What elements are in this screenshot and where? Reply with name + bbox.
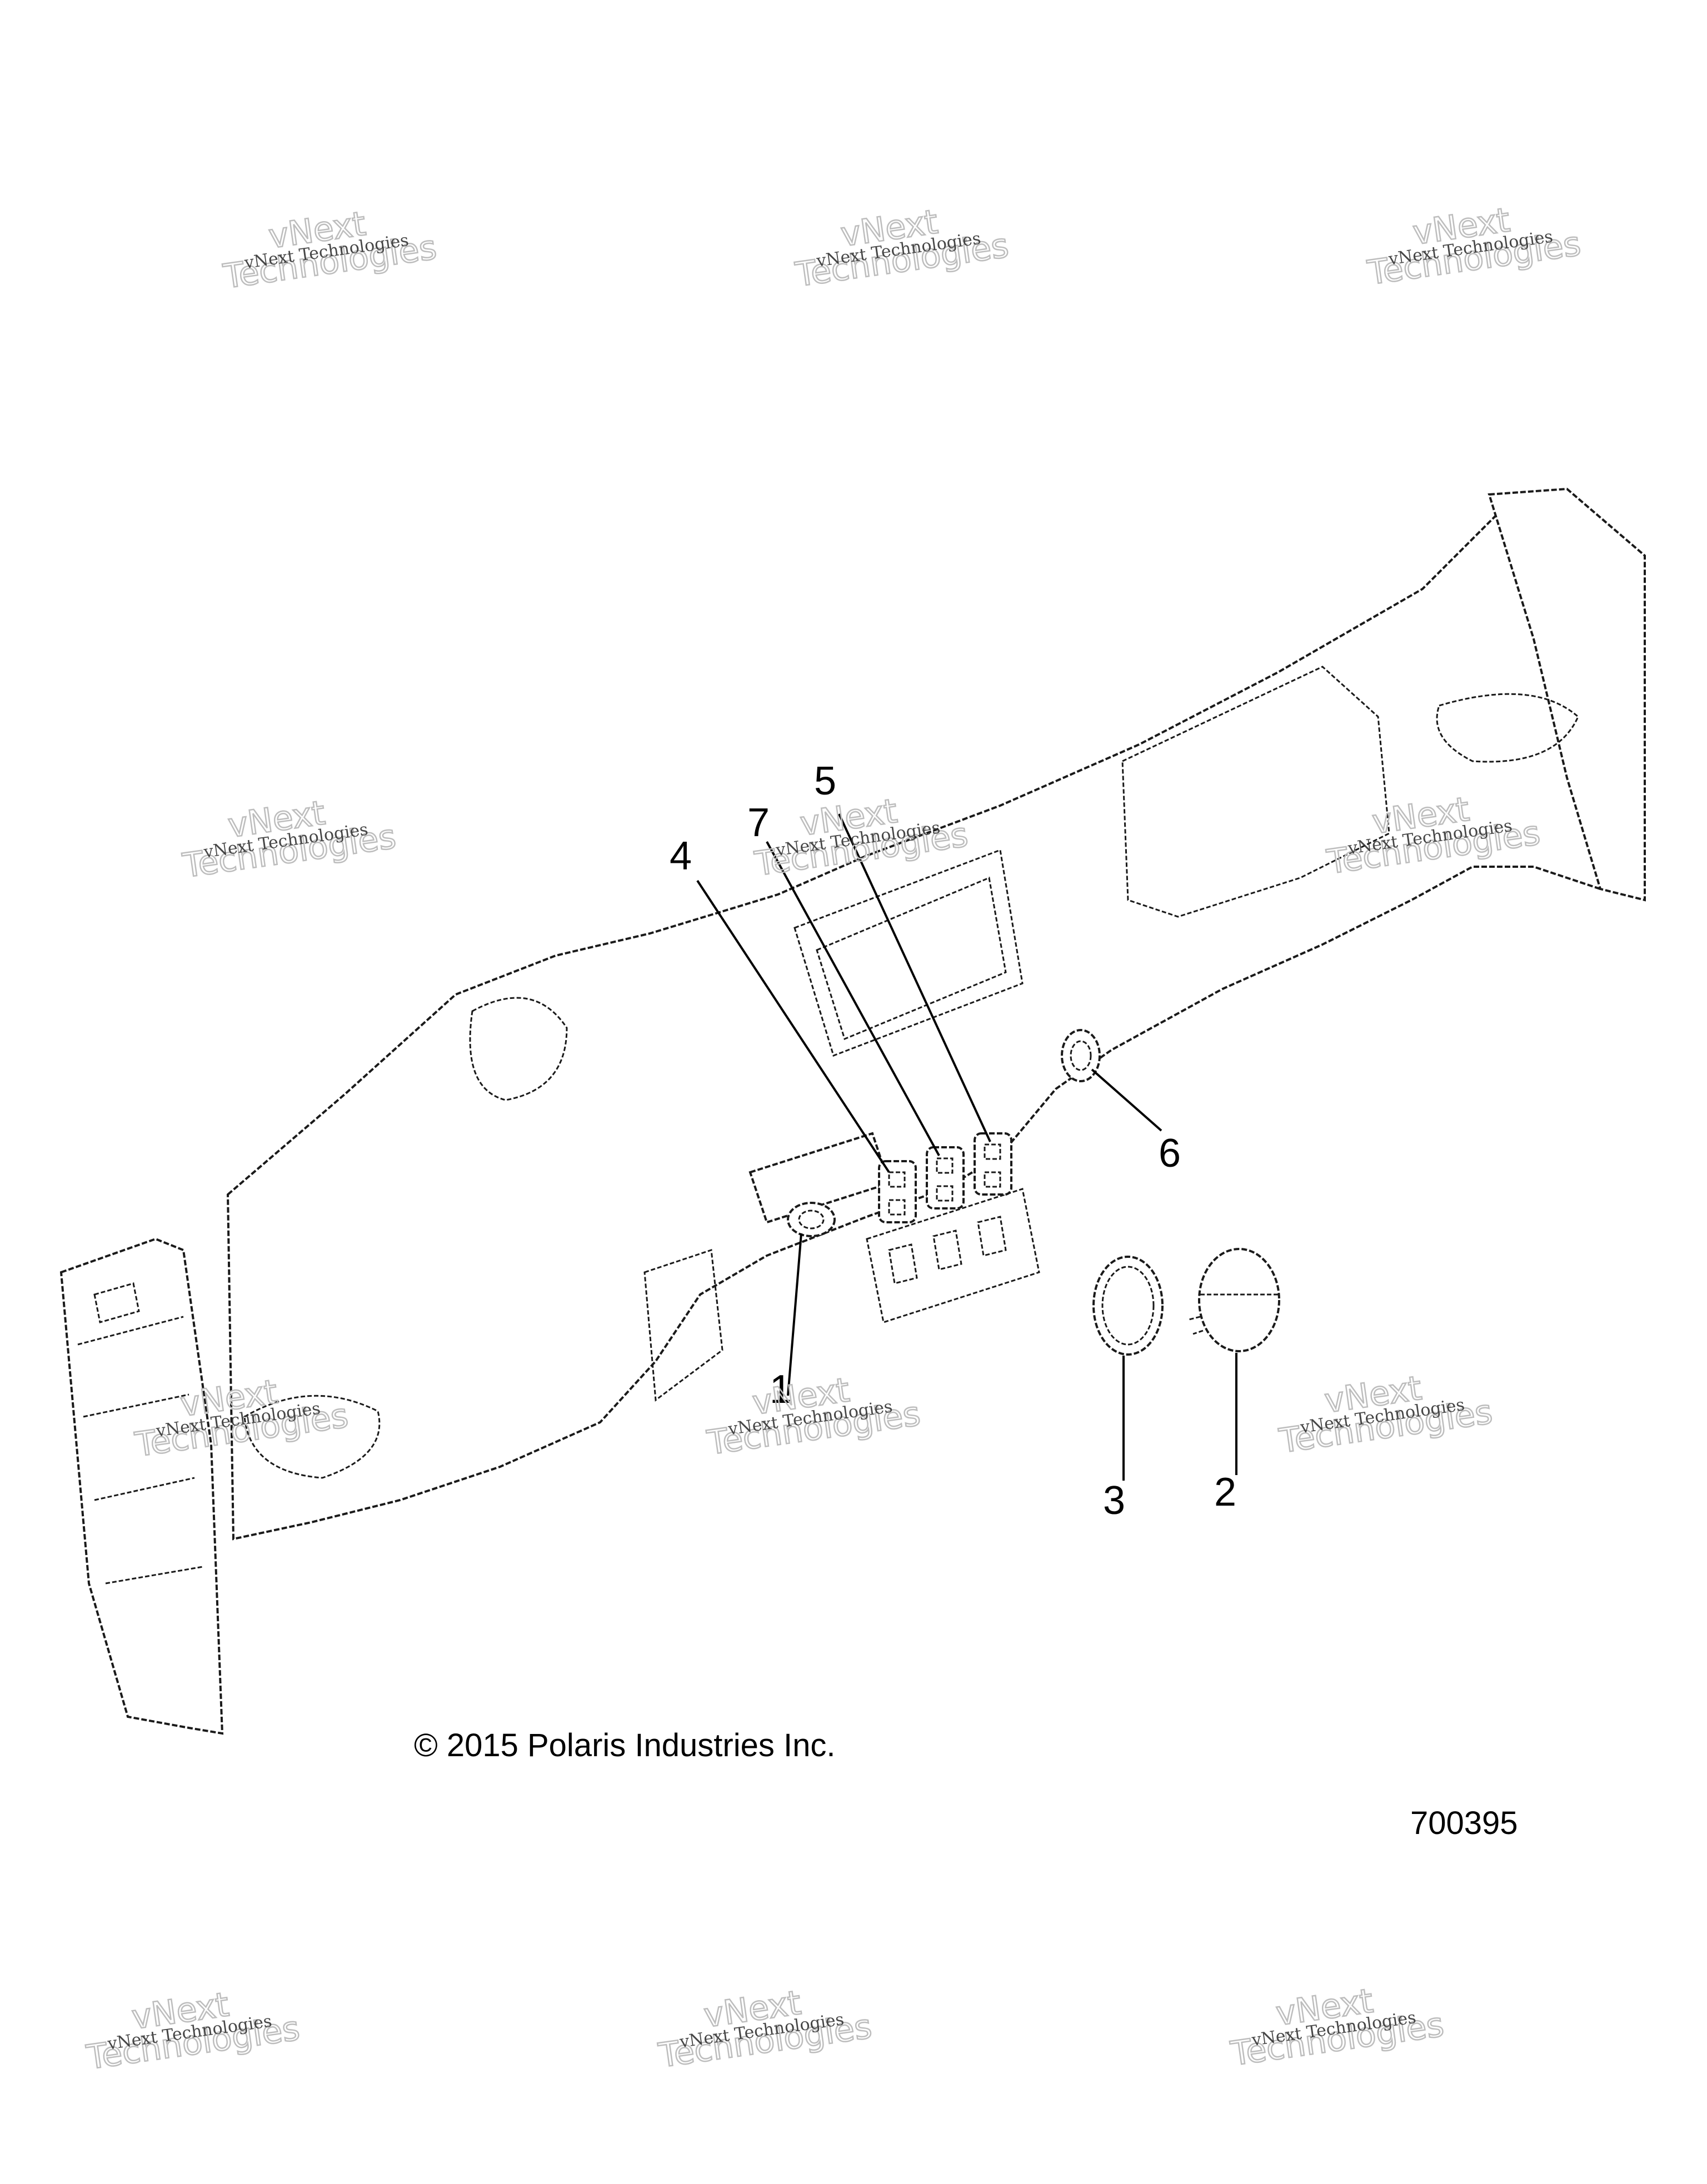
dashboard-assembly (59, 487, 1646, 1735)
watermark: Technologies vNext vNext Technologies (83, 1985, 303, 2078)
watermark: Technologies vNext vNext Technologies (1324, 789, 1543, 882)
callout-5: 5 (814, 759, 836, 803)
callout-labels: 1 2 3 4 5 6 7 (670, 759, 1236, 1523)
leader-4 (696, 879, 890, 1173)
leader-7 (766, 841, 940, 1156)
part-3-ring (1092, 1256, 1164, 1356)
callout-4: 4 (670, 834, 692, 878)
watermark: Technologies vNext vNext Technologies (1227, 1981, 1447, 2074)
watermark: Technologies vNext vNext Technologies (792, 202, 1012, 295)
watermark: Technologies vNext vNext Technologies (220, 203, 440, 297)
callout-7: 7 (747, 801, 770, 845)
leader-5 (838, 813, 991, 1142)
leader-1 (787, 1233, 802, 1396)
leader-lines (696, 813, 1237, 1481)
callout-6: 6 (1159, 1131, 1181, 1176)
copyright-notice: © 2015 Polaris Industries Inc. (414, 1727, 836, 1763)
leader-6 (1091, 1068, 1162, 1132)
watermark: Technologies vNext vNext Technologies (1364, 200, 1584, 293)
watermark: Technologies vNext vNext Technologies (1276, 1368, 1495, 1461)
watermark: Technologies vNext vNext Technologies (655, 1983, 875, 2076)
watermark: Technologies vNext vNext Technologies (704, 1370, 924, 1463)
watermark: Technologies vNext vNext Technologies (179, 793, 399, 886)
part-2-outlet (1189, 1248, 1280, 1352)
callout-2: 2 (1214, 1470, 1236, 1515)
callout-3: 3 (1103, 1478, 1125, 1523)
drawing-number: 700395 (1410, 1805, 1518, 1841)
callout-1: 1 (770, 1367, 792, 1412)
